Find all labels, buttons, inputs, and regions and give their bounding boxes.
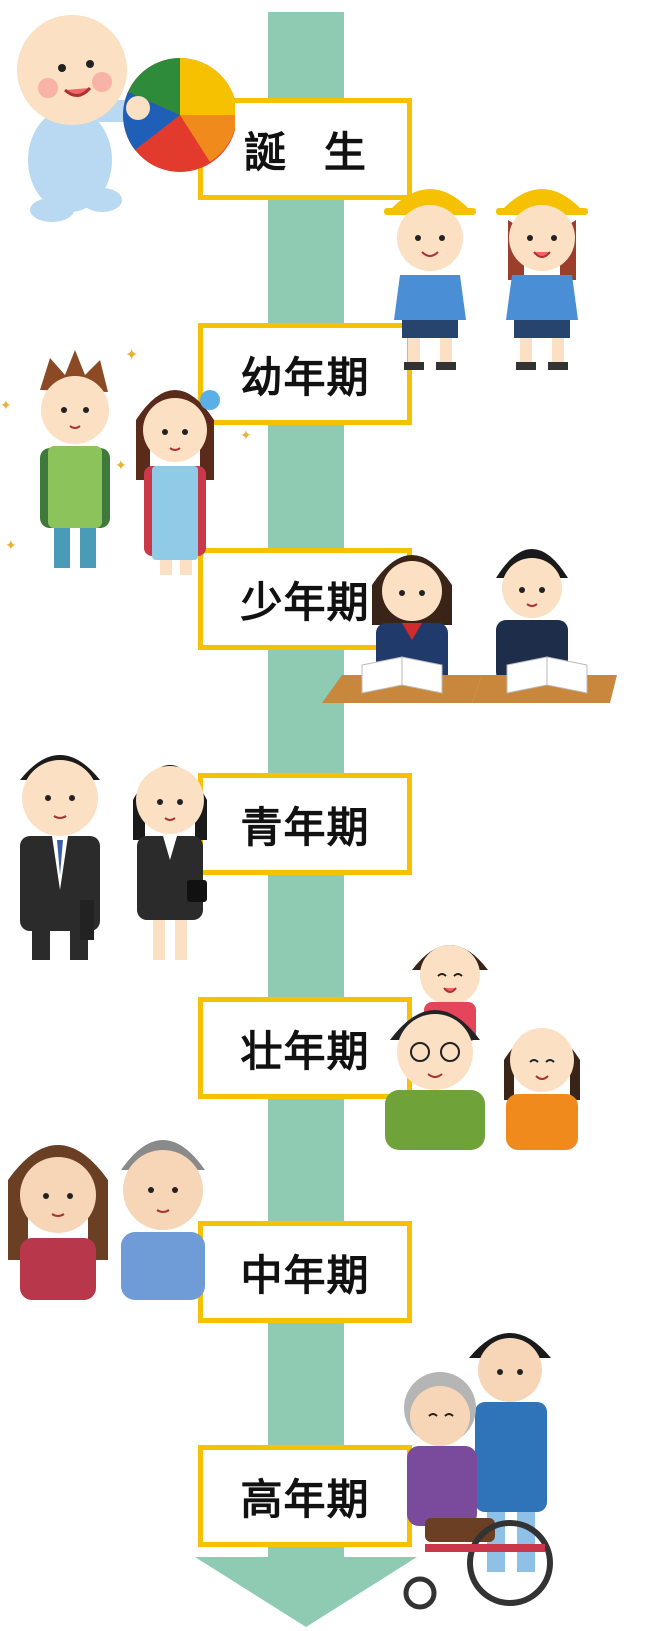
svg-text:✦: ✦ bbox=[0, 398, 12, 414]
svg-text:✦: ✦ bbox=[115, 458, 127, 474]
svg-text:✦: ✦ bbox=[125, 345, 138, 364]
schoolchildren-icon: ✦ ✦ ✦ ✦ ✦ bbox=[0, 345, 252, 575]
kindergarten-children-icon bbox=[384, 189, 588, 370]
family-icon bbox=[385, 945, 580, 1150]
stage-prime: 壮年期 bbox=[198, 997, 412, 1099]
stage-old-age: 高年期 bbox=[198, 1445, 412, 1547]
elderly-couple-icon bbox=[8, 1140, 205, 1300]
svg-text:✦: ✦ bbox=[5, 538, 17, 554]
business-people-icon bbox=[20, 755, 207, 960]
timeline-arrow-head bbox=[195, 1557, 417, 1627]
stage-early-childhood: 幼年期 bbox=[198, 323, 412, 425]
students-studying-icon bbox=[322, 549, 617, 703]
baby-with-ball-icon bbox=[17, 15, 235, 222]
caregiver-wheelchair-icon bbox=[403, 1333, 553, 1610]
stage-youth: 青年期 bbox=[198, 773, 412, 875]
svg-text:✦: ✦ bbox=[240, 428, 252, 444]
stage-middle-age: 中年期 bbox=[198, 1221, 412, 1323]
